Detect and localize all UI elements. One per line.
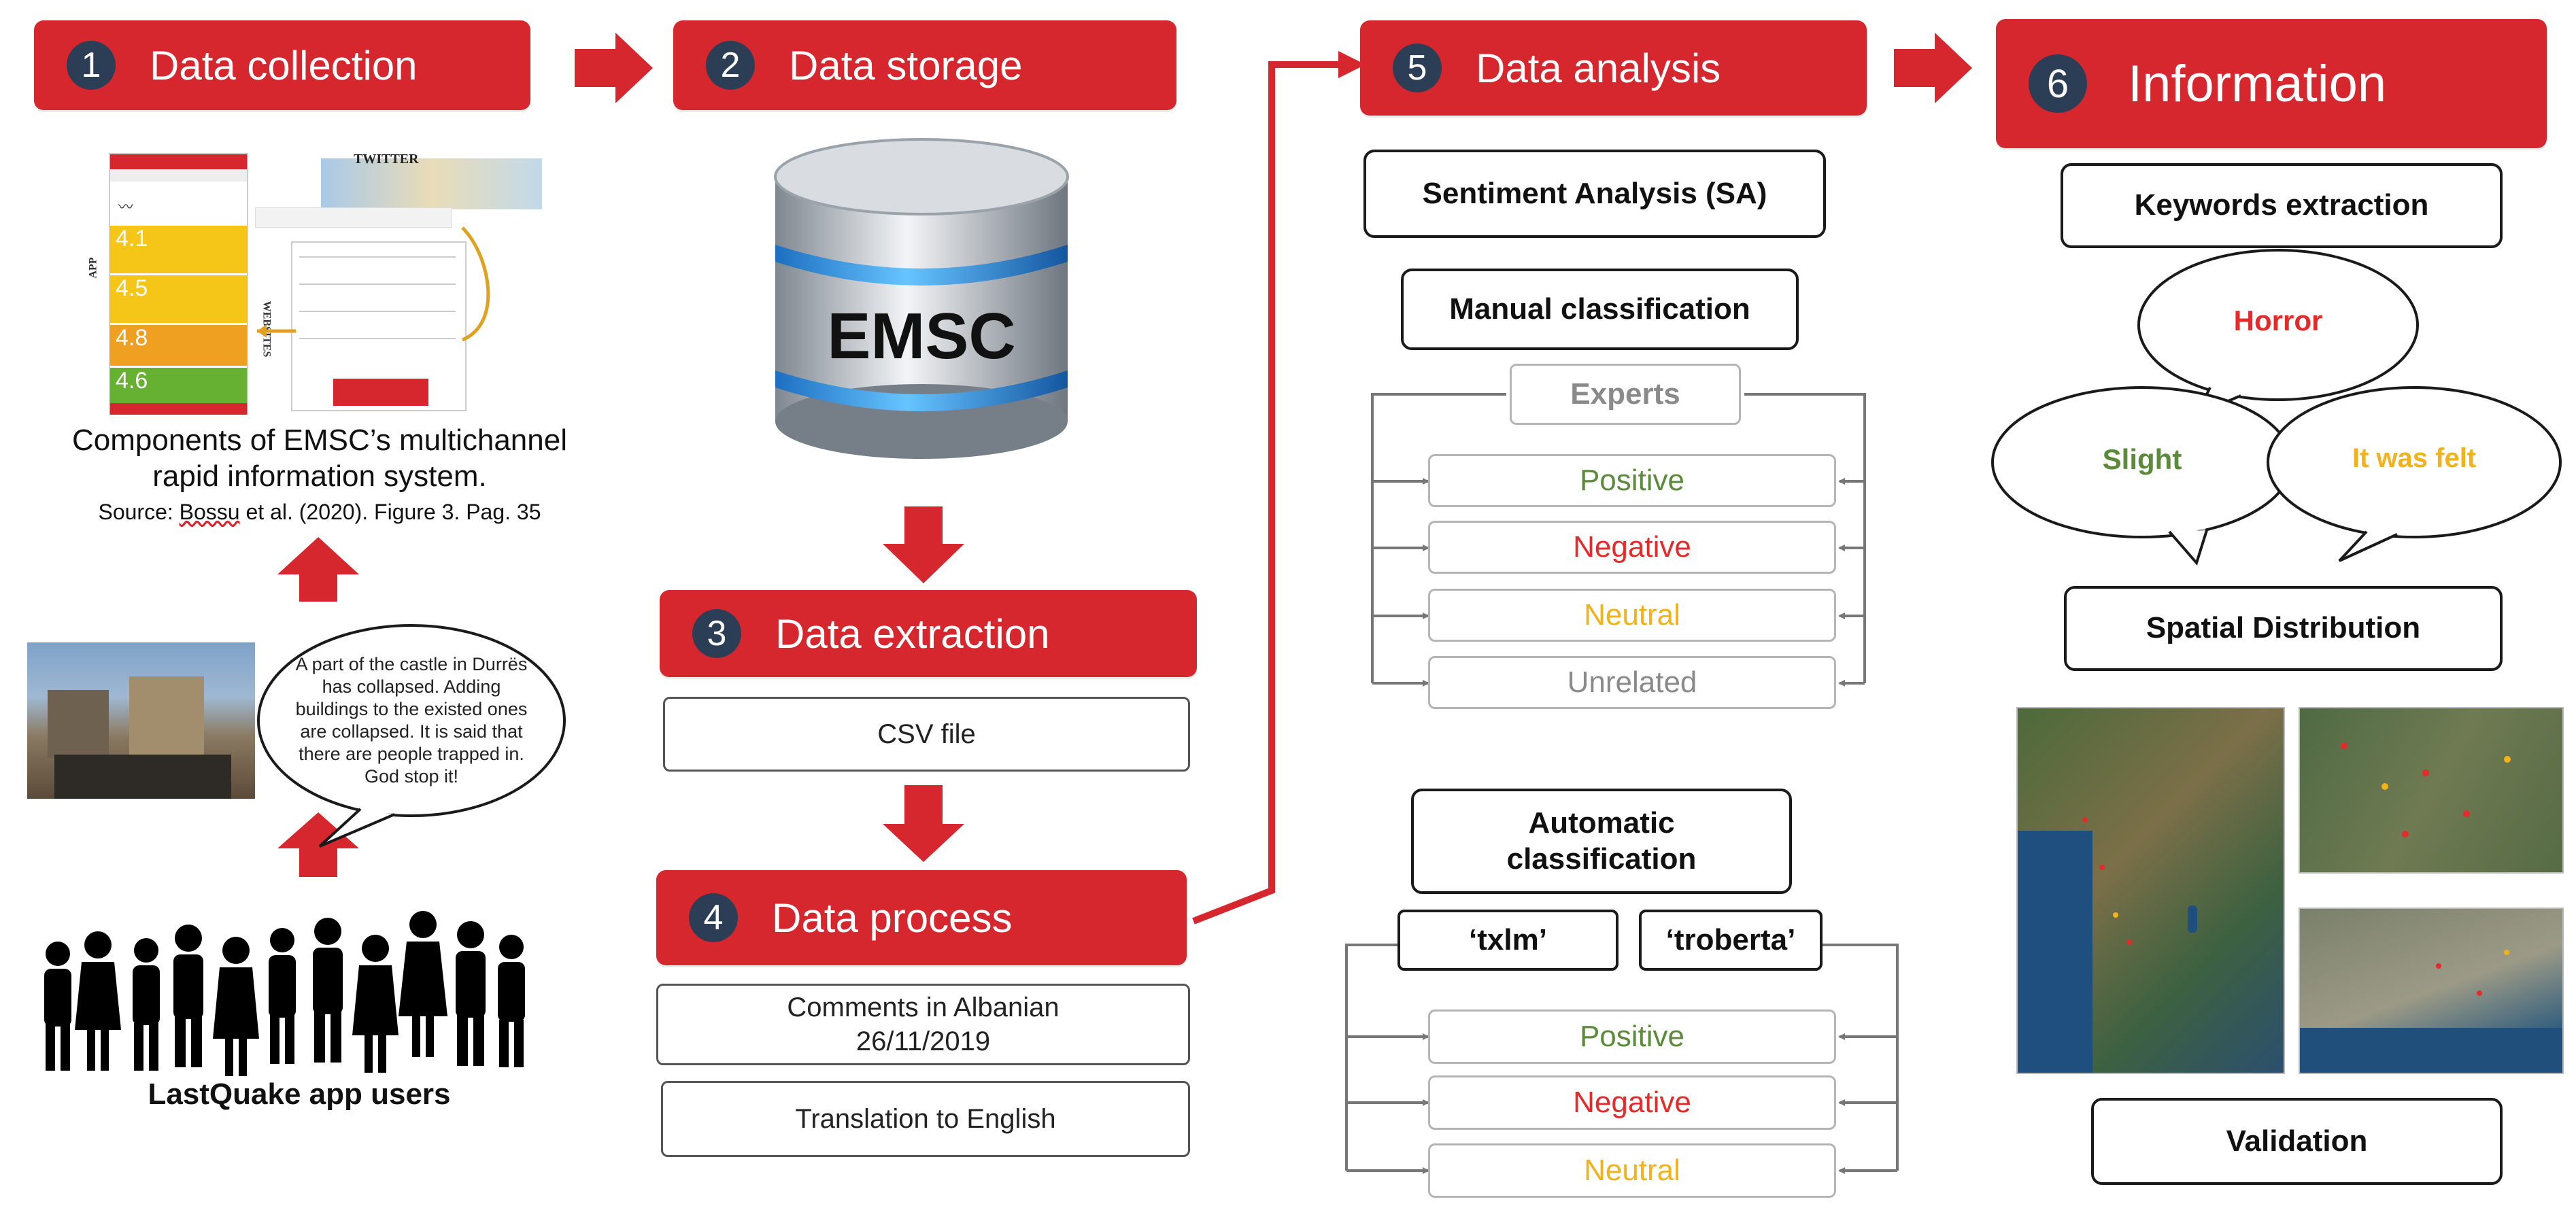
stage-number: 2	[706, 41, 755, 90]
arrow-1-to-2	[575, 33, 653, 103]
stage-5-header: 5 Data analysis	[1360, 20, 1867, 116]
system-source: Source: Bossu et al. (2020). Figure 3. P…	[0, 500, 639, 525]
user-comment-text: A part of the castle in Durrës has colla…	[295, 654, 528, 787]
spatial-distribution-box: Spatial Distribution	[2064, 586, 2503, 671]
troberta-model-box: ‘troberta’	[1639, 910, 1823, 971]
arrow-comments-to-system	[277, 537, 359, 602]
stage-number: 6	[2029, 54, 2087, 113]
users-label: LastQuake app users	[148, 1077, 451, 1111]
stage-2-header: 2 Data storage	[673, 20, 1176, 110]
stage-title: Data analysis	[1476, 45, 1721, 91]
manual-positive-box: Positive	[1428, 454, 1836, 507]
system-link-arrows	[257, 226, 490, 342]
manual-classification-box: Manual classification	[1401, 269, 1799, 350]
txlm-model-box: ‘txlm’	[1397, 910, 1619, 971]
map-albania-overview	[2016, 707, 2285, 1074]
twitter-map	[321, 158, 542, 209]
stage-title: Data process	[772, 895, 1013, 941]
csv-file-box: CSV file	[663, 697, 1190, 772]
stage-4-header: 4 Data process	[656, 870, 1187, 965]
app-item: 4.1	[110, 226, 247, 273]
manual-unrelated-box: Unrelated	[1428, 656, 1836, 709]
castle-photo	[27, 642, 255, 799]
arrow-3-to-4	[883, 785, 964, 862]
app-item: 4.6	[110, 368, 247, 403]
auto-line-2: classification	[1506, 842, 1697, 876]
website-mockup	[291, 241, 467, 411]
arrow-users-to-app	[277, 812, 359, 877]
system-caption: Components of EMSC’s multichannel rapid …	[0, 423, 639, 495]
bubble-slight: Slight	[2102, 443, 2182, 475]
translation-box: Translation to English	[661, 1081, 1190, 1157]
comments-line-1: Comments in Albanian	[787, 993, 1060, 1022]
keywords-extraction-box: Keywords extraction	[2061, 163, 2503, 248]
stage-number: 1	[67, 41, 116, 90]
stage-3-header: 3 Data extraction	[660, 590, 1197, 677]
auto-line-1: Automatic	[1528, 806, 1675, 840]
auto-negative-box: Negative	[1428, 1075, 1836, 1130]
app-item: 4.5	[110, 275, 247, 323]
comments-albanian-box: Comments in Albanian 26/11/2019	[656, 984, 1190, 1065]
comments-line-2: 26/11/2019	[855, 1026, 991, 1056]
twitter-label: TWITTER	[354, 152, 419, 167]
manual-neutral-box: Neutral	[1428, 589, 1836, 642]
auto-neutral-box: Neutral	[1428, 1143, 1836, 1198]
experts-box: Experts	[1510, 364, 1741, 425]
emsc-system-thumbnail: 〰 4.1 4.5 4.8 4.6 APP TWITTER WEBSITES	[88, 152, 585, 415]
source-rest: et al. (2020). Figure 3. Pag. 35	[239, 500, 541, 524]
automatic-classification-box: Automatic classification	[1411, 789, 1792, 894]
arrow-5-to-6	[1894, 33, 1972, 103]
caption-line-2: rapid information system.	[152, 459, 487, 493]
bubble-it-was-felt: It was felt	[2352, 443, 2477, 473]
arrow-4-to-5	[1192, 51, 1366, 925]
validation-box: Validation	[2091, 1098, 2503, 1185]
stage-number: 3	[692, 609, 741, 658]
sentiment-analysis-box: Sentiment Analysis (SA)	[1363, 150, 1826, 238]
map-zoom-1	[2299, 707, 2564, 874]
auto-positive-box: Positive	[1428, 1009, 1836, 1064]
stage-title: Data extraction	[775, 610, 1050, 657]
stage-6-header: 6 Information	[1996, 19, 2547, 148]
app-mockup: 〰 4.1 4.5 4.8 4.6	[109, 153, 248, 415]
stage-title: Data collection	[150, 42, 418, 88]
stage-1-header: 1 Data collection	[34, 20, 530, 110]
source-prefix: Source:	[98, 500, 180, 524]
map-zoom-2	[2299, 908, 2564, 1074]
stage-title: Information	[2128, 54, 2387, 113]
source-author: Bossu	[179, 500, 240, 524]
stage-title: Data storage	[789, 42, 1023, 88]
arrow-2-to-3	[883, 506, 964, 583]
stage-number: 4	[689, 893, 738, 942]
caption-line-1: Components of EMSC’s multichannel	[72, 424, 567, 457]
app-item: 4.8	[110, 325, 247, 366]
bubble-horror: Horror	[2233, 305, 2323, 336]
manual-negative-box: Negative	[1428, 521, 1836, 574]
stage-number: 5	[1393, 44, 1442, 92]
database-label: EMSC	[827, 300, 1016, 373]
